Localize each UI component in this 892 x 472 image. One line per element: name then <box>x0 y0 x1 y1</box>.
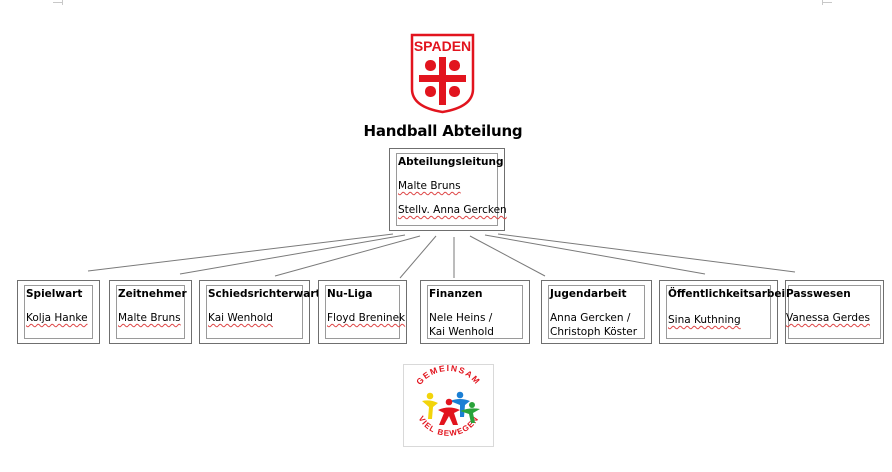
dept-line-1: Anna Gercken / <box>550 312 631 324</box>
root-box-inner <box>396 153 498 226</box>
dept-box-finanzen: Finanzen Nele Heins / Kai Wenhold <box>420 280 530 344</box>
spaden-club-logo: SPADEN <box>410 33 475 114</box>
root-line-2: Stellv. Anna Gercken <box>398 204 507 216</box>
dept-line-2: Christoph Köster <box>550 326 638 338</box>
dept-line-1: Kolja Hanke <box>26 312 88 324</box>
dept-box-schiedsrichterwart: Schiedsrichterwart Kai Wenhold <box>199 280 321 344</box>
dept-box-nu-liga: Nu-Liga Floyd Breninek <box>318 280 407 344</box>
page-corner-mark-left-v <box>62 0 63 5</box>
dept-heading: Öffentlichkeitsarbeit <box>668 288 791 300</box>
dept-heading: Nu-Liga <box>327 288 373 300</box>
root-box-text: Abteilungsleitung Malte Bruns Stellv. An… <box>398 155 507 217</box>
page-corner-mark-left <box>53 2 63 3</box>
dept-line-1: Kai Wenhold <box>208 312 273 324</box>
page-title: Handball Abteilung <box>363 122 523 140</box>
dept-heading: Schiedsrichterwart <box>208 288 321 300</box>
dept-box-inner <box>548 285 645 339</box>
dept-box-text: Finanzen Nele Heins / Kai Wenhold <box>429 287 525 339</box>
dept-box-inner <box>666 285 771 339</box>
figures-icon <box>422 391 480 425</box>
dept-heading: Jugendarbeit <box>550 288 627 300</box>
dept-box-inner <box>206 285 303 339</box>
dept-box-inner <box>24 285 93 339</box>
dept-box-text: Schiedsrichterwart Kai Wenhold <box>208 287 321 325</box>
dept-line-1: Sina Kuthning <box>668 314 741 326</box>
dept-heading: Spielwart <box>26 288 83 300</box>
dept-box-jugendarbeit: Jugendarbeit Anna Gercken / Christoph Kö… <box>541 280 652 344</box>
dept-box-inner <box>116 285 185 339</box>
root-line-1: Malte Bruns <box>398 180 461 192</box>
dept-box-text: Zeitnehmer Malte Bruns <box>118 287 187 325</box>
root-box-abteilungsleitung: Abteilungsleitung Malte Bruns Stellv. An… <box>389 148 507 231</box>
dept-box-inner <box>427 285 523 339</box>
dept-box-oeffentlichkeitsarbeit: Öffentlichkeitsarbeit Sina Kuthning <box>659 280 791 344</box>
page-corner-mark-right <box>822 2 832 3</box>
dept-line-1: Nele Heins / <box>429 312 493 324</box>
dept-heading: Passwesen <box>786 288 851 300</box>
dept-box-text: Jugendarbeit Anna Gercken / Christoph Kö… <box>550 287 647 339</box>
dept-box-inner <box>325 285 400 339</box>
root-heading: Abteilungsleitung <box>398 156 504 168</box>
spaden-logo-text: SPADEN <box>414 38 471 54</box>
dept-box-text: Nu-Liga Floyd Breninek <box>327 287 406 325</box>
logo-top-arc-text: GEMEINSAM <box>414 363 481 387</box>
dept-line-2: Kai Wenhold <box>429 326 494 338</box>
turnerkreuz-icon <box>419 57 466 105</box>
dept-box-zeitnehmer: Zeitnehmer Malte Bruns <box>109 280 192 344</box>
dept-box-inner <box>788 285 881 339</box>
svg-text:GEMEINSAM: GEMEINSAM <box>414 365 483 387</box>
dept-box-text: Spielwart Kolja Hanke <box>26 287 95 325</box>
gemeinsam-viel-bewegen-logo: GEMEINSAM VIEL BEWEGEN <box>403 363 494 447</box>
dept-box-text: Passwesen Vanessa Gerdes <box>786 287 879 325</box>
dept-box-passwesen: Passwesen Vanessa Gerdes <box>785 280 884 344</box>
dept-line-1: Malte Bruns <box>118 312 181 324</box>
dept-line-1: Vanessa Gerdes <box>786 312 870 324</box>
dept-line-1: Floyd Breninek <box>327 312 406 324</box>
dept-heading: Zeitnehmer <box>118 288 187 300</box>
dept-heading: Finanzen <box>429 288 483 300</box>
dept-box-text: Öffentlichkeitsarbeit Sina Kuthning <box>668 287 791 327</box>
page-corner-mark-right-v <box>822 0 823 5</box>
dept-box-spielwart: Spielwart Kolja Hanke <box>17 280 100 344</box>
